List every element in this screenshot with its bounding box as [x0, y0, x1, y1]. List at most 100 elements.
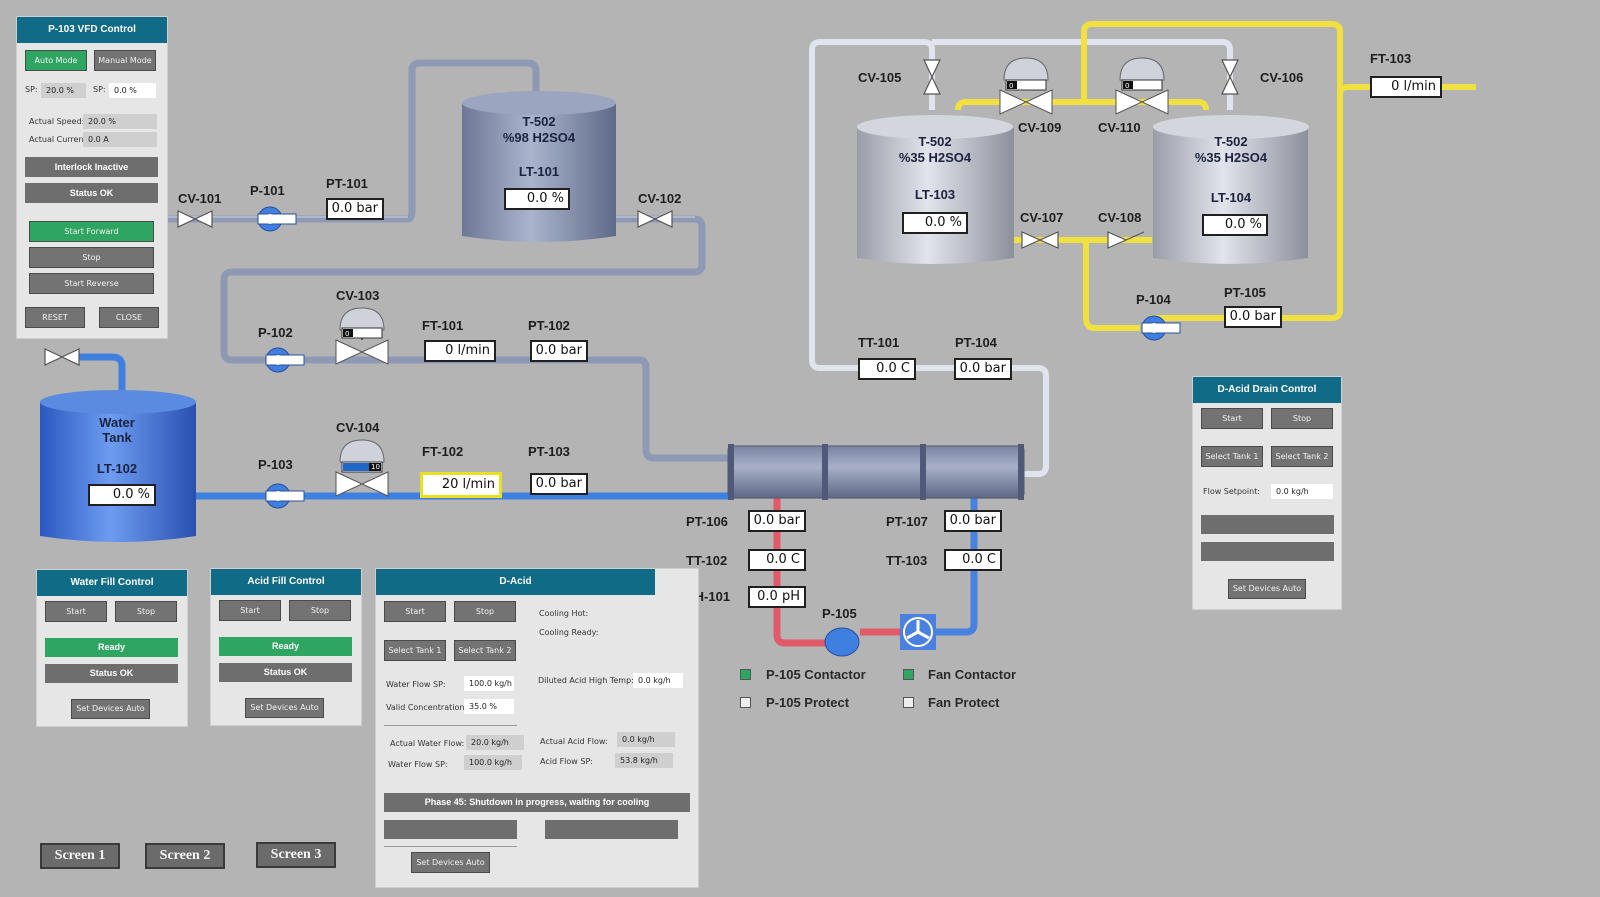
cooling-hot-label: Cooling Hot:	[539, 609, 589, 618]
close-button[interactable]: CLOSE	[99, 307, 159, 328]
vfd-title: P-103 VFD Control	[17, 17, 167, 43]
diluted-high-temp-input[interactable]: 0.0 kg/h	[633, 673, 683, 688]
start-reverse-button[interactable]: Start Reverse	[29, 273, 154, 294]
acid-fill-stop-button[interactable]: Stop	[289, 600, 351, 621]
pt106-value: 0.0 bar	[748, 510, 806, 532]
water-fill-stop-button[interactable]: Stop	[115, 601, 177, 622]
lt102-label: LT-102	[96, 461, 138, 476]
tt101-value: 0.0 C	[858, 358, 916, 380]
pump-p104	[1141, 315, 1181, 341]
pipe-acid-feed	[168, 59, 728, 462]
control-valve-cv109	[999, 57, 1053, 115]
flow-setpoint-label: Flow Setpoint:	[1203, 487, 1261, 496]
screen-3-button[interactable]: Screen 3	[256, 842, 336, 868]
p105-contactor-label: P-105 Contactor	[766, 667, 866, 682]
lt103-label: LT-103	[914, 187, 956, 202]
label-tt103: TT-103	[886, 553, 928, 568]
acid-flow-sp-label: Acid Flow SP:	[540, 757, 593, 766]
cv103-position: 0	[345, 330, 350, 338]
acid-fill-set-auto-button[interactable]: Set Devices Auto	[245, 698, 324, 718]
pt103-value: 0.0 bar	[530, 473, 588, 495]
pt107-value: 0.0 bar	[944, 510, 1002, 532]
label-p101: P-101	[250, 183, 285, 198]
t502-a-desc: %35 H2SO4	[898, 150, 972, 165]
drain-control-panel: D-Acid Drain Control Start Stop Select T…	[1192, 376, 1342, 610]
d-acid-select-tank1-button[interactable]: Select Tank 1	[384, 640, 446, 661]
pump-p102	[265, 347, 305, 373]
manual-mode-button[interactable]: Manual Mode	[94, 50, 156, 71]
pipe-diluted-acid	[955, 21, 1476, 331]
label-cv110: CV-110	[1098, 120, 1141, 135]
d-acid-set-auto-button[interactable]: Set Devices Auto	[411, 852, 490, 873]
pipe-cold	[934, 497, 978, 636]
t502-main-desc: %98 H2SO4	[502, 130, 576, 145]
water-flow-sp-label: Water Flow SP:	[386, 680, 446, 689]
drain-status-bar-2	[1201, 542, 1334, 561]
reset-button[interactable]: RESET	[25, 307, 85, 328]
flow-setpoint-input[interactable]: 0.0 kg/h	[1271, 484, 1333, 499]
valid-concentration-input[interactable]: 35.0 %	[464, 699, 514, 714]
drain-select-tank2-button[interactable]: Select Tank 2	[1271, 446, 1333, 467]
actual-acid-flow-value: 0.0 kg/h	[617, 732, 675, 747]
fan-icon	[900, 614, 936, 650]
drain-select-tank1-button[interactable]: Select Tank 1	[1201, 446, 1263, 467]
water-fill-title: Water Fill Control	[37, 570, 187, 596]
phase-status: Phase 45: Shutdown in progress, waiting …	[384, 793, 690, 812]
drain-set-auto-button[interactable]: Set Devices Auto	[1228, 579, 1306, 599]
interlock-status: Interlock Inactive	[25, 157, 158, 177]
valve-cv107	[1021, 231, 1059, 249]
drain-start-button[interactable]: Start	[1201, 408, 1263, 429]
control-valve-cv104	[335, 439, 389, 497]
label-cv106: CV-106	[1260, 70, 1304, 85]
cv109-position: 0	[1009, 82, 1014, 90]
d-acid-start-button[interactable]: Start	[384, 601, 446, 622]
label-pt105: PT-105	[1224, 285, 1266, 300]
auto-mode-button[interactable]: Auto Mode	[25, 50, 87, 71]
tank-t502-a	[857, 115, 1014, 264]
water-flow-sp-input[interactable]: 100.0 kg/h	[464, 676, 514, 691]
label-p103: P-103	[258, 457, 293, 472]
ft102-value: 20 l/min	[420, 472, 502, 498]
label-pt107: PT-107	[886, 514, 928, 529]
label-cv104: CV-104	[336, 420, 380, 435]
actual-speed-label: Actual Speed:	[29, 117, 85, 126]
status-bar-1	[384, 820, 517, 839]
screen-2-button[interactable]: Screen 2	[145, 843, 225, 869]
lt101-label: LT-101	[518, 164, 560, 179]
sp-value-1: 20.0 %	[41, 83, 86, 98]
actual-speed-value: 20.0 %	[83, 114, 157, 129]
divider	[384, 725, 517, 726]
sp-label-1: SP:	[25, 85, 38, 94]
d-acid-select-tank2-button[interactable]: Select Tank 2	[454, 640, 516, 661]
p105-protect-label: P-105 Protect	[766, 695, 850, 710]
label-cv102: CV-102	[638, 191, 682, 206]
valid-concentration-label: Valid Concentration:	[386, 703, 468, 712]
vfd-stop-button[interactable]: Stop	[29, 247, 154, 268]
water-fill-start-button[interactable]: Start	[45, 601, 107, 622]
pt101-value: 0.0 bar	[326, 198, 384, 220]
label-pt104: PT-104	[955, 335, 997, 350]
cooling-ready-label: Cooling Ready:	[539, 628, 599, 637]
d-acid-stop-button[interactable]: Stop	[454, 601, 516, 622]
label-ft102: FT-102	[422, 444, 464, 459]
water-flow-sp2-label: Water Flow SP:	[388, 760, 448, 769]
pump-p103	[265, 483, 305, 509]
lt102-value: 0.0 %	[88, 484, 156, 506]
water-fill-set-auto-button[interactable]: Set Devices Auto	[71, 699, 150, 719]
acid-fill-start-button[interactable]: Start	[219, 600, 281, 621]
sp-input-2[interactable]: 0.0 %	[109, 83, 156, 98]
t502-b-name: T-502	[1214, 134, 1248, 149]
label-tt101: TT-101	[858, 335, 900, 350]
drain-stop-button[interactable]: Stop	[1271, 408, 1333, 429]
actual-water-flow-label: Actual Water Flow:	[390, 739, 465, 748]
actual-current-value: 0.0 A	[83, 132, 157, 147]
label-tt102: TT-102	[686, 553, 728, 568]
acid-fill-title: Acid Fill Control	[211, 569, 361, 595]
label-cv109: CV-109	[1018, 120, 1062, 135]
water-tank-name: Water	[99, 415, 135, 430]
start-forward-button[interactable]: Start Forward	[29, 221, 154, 242]
pt102-value: 0.0 bar	[530, 340, 588, 362]
pipe-hot	[773, 497, 826, 647]
drain-status-bar-1	[1201, 515, 1334, 534]
screen-1-button[interactable]: Screen 1	[40, 843, 120, 869]
